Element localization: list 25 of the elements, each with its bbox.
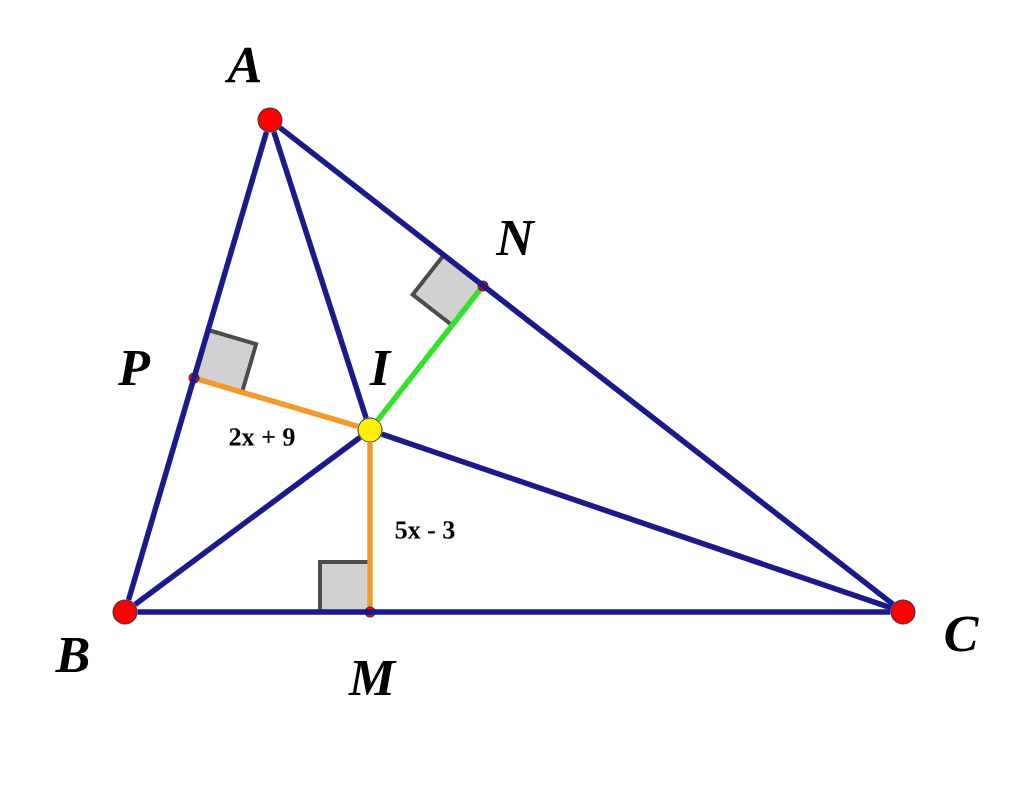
segment: [125, 131, 270, 601]
point-label: B: [55, 637, 89, 673]
edge-label: 2x + 9: [227, 427, 297, 447]
point: [477, 280, 489, 292]
point: [112, 599, 138, 625]
segment: [375, 288, 482, 422]
segment: [367, 442, 373, 607]
segment: [137, 609, 891, 615]
point-label: A: [224, 47, 261, 83]
point-label: M: [348, 660, 397, 695]
segment: [271, 131, 369, 419]
point: [357, 417, 383, 443]
point-label: C: [945, 616, 979, 652]
edge-label: 5x - 3: [393, 520, 457, 540]
point: [890, 599, 916, 625]
point-label: N: [495, 220, 536, 255]
segment: [198, 376, 359, 430]
point-label: P: [118, 350, 151, 385]
segment: [380, 431, 893, 611]
segment: [133, 435, 362, 607]
point-label: I: [369, 350, 392, 385]
point: [364, 606, 376, 618]
point: [257, 107, 283, 133]
point: [188, 372, 200, 384]
segment: [278, 125, 895, 607]
